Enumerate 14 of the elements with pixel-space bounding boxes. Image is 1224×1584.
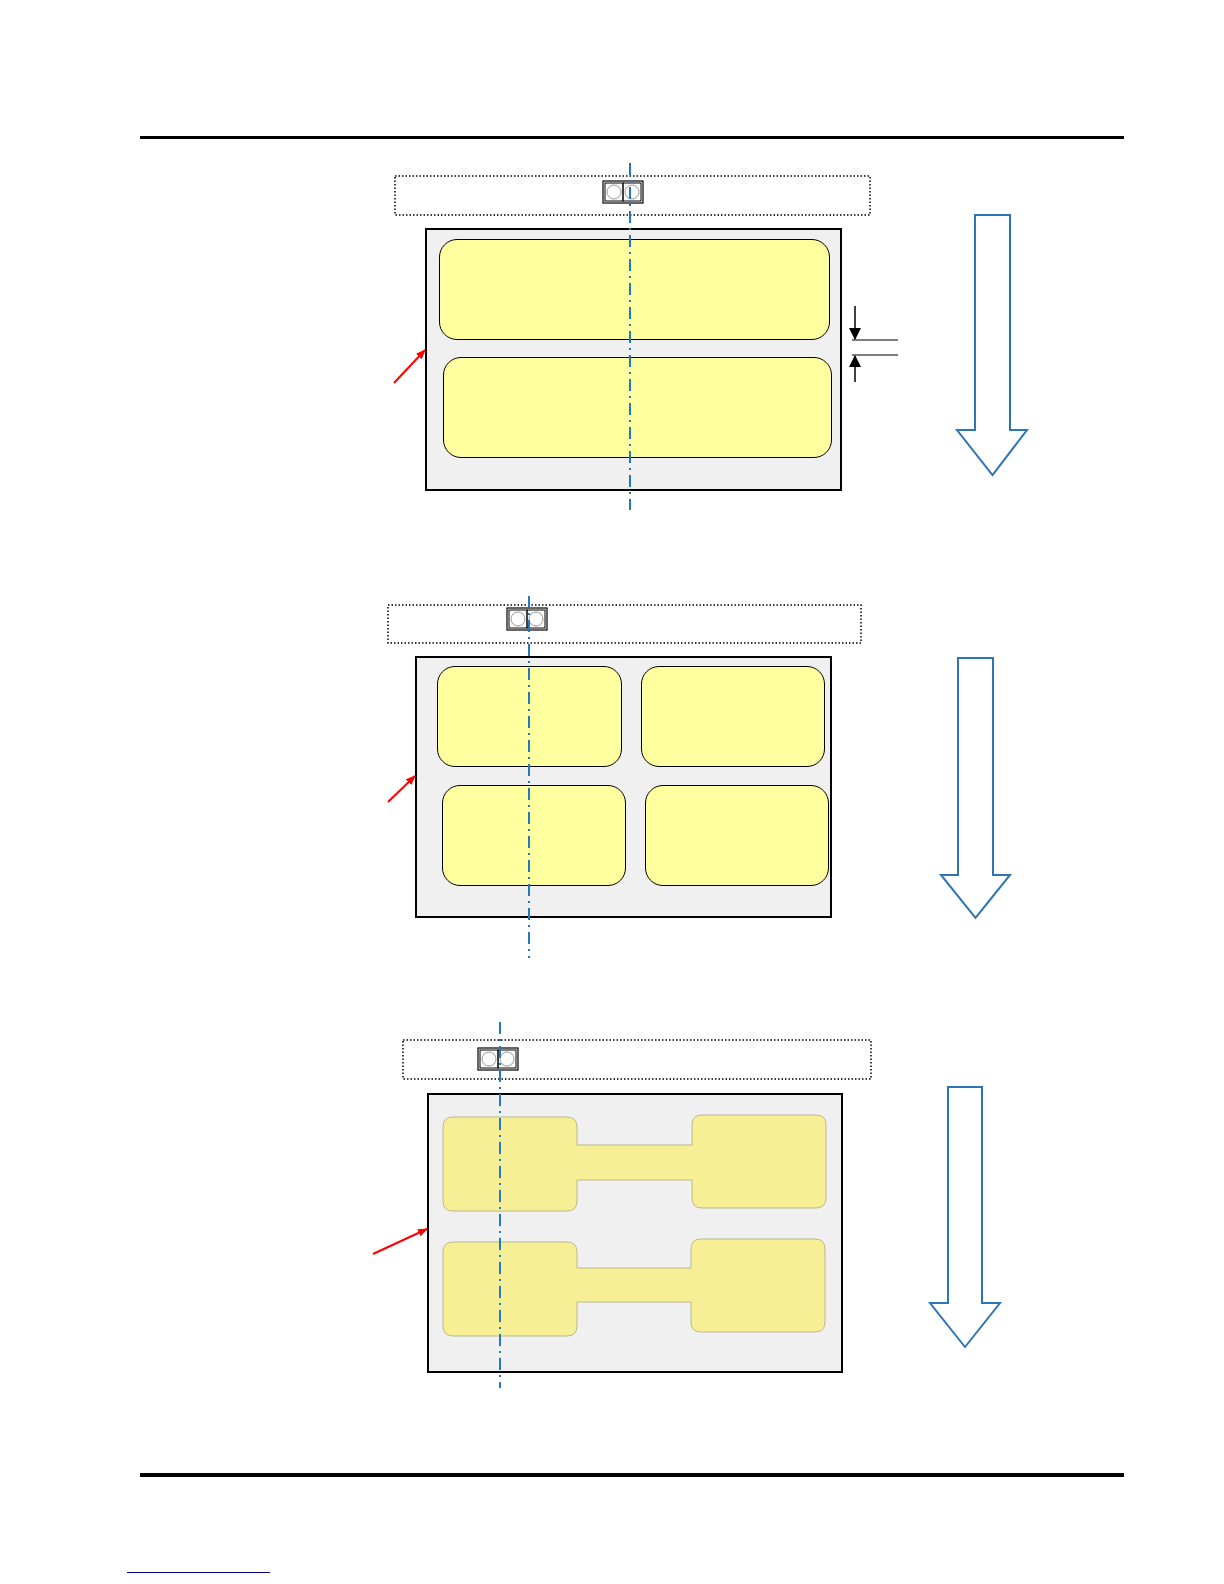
label-liner	[425, 228, 842, 491]
label-sticker	[442, 785, 626, 886]
dogbone-label	[443, 1115, 826, 1211]
label-sticker	[443, 357, 832, 458]
leader-arrow	[393, 349, 426, 384]
leader-arrow	[372, 1228, 428, 1255]
dogbone-label	[443, 1239, 825, 1336]
label-liner	[427, 1093, 843, 1373]
label-liner	[415, 656, 832, 918]
label-sticker	[641, 666, 825, 767]
label-sticker	[645, 785, 829, 886]
leader-arrow	[387, 775, 416, 803]
label-sticker	[437, 666, 622, 767]
label-sticker	[439, 239, 830, 340]
